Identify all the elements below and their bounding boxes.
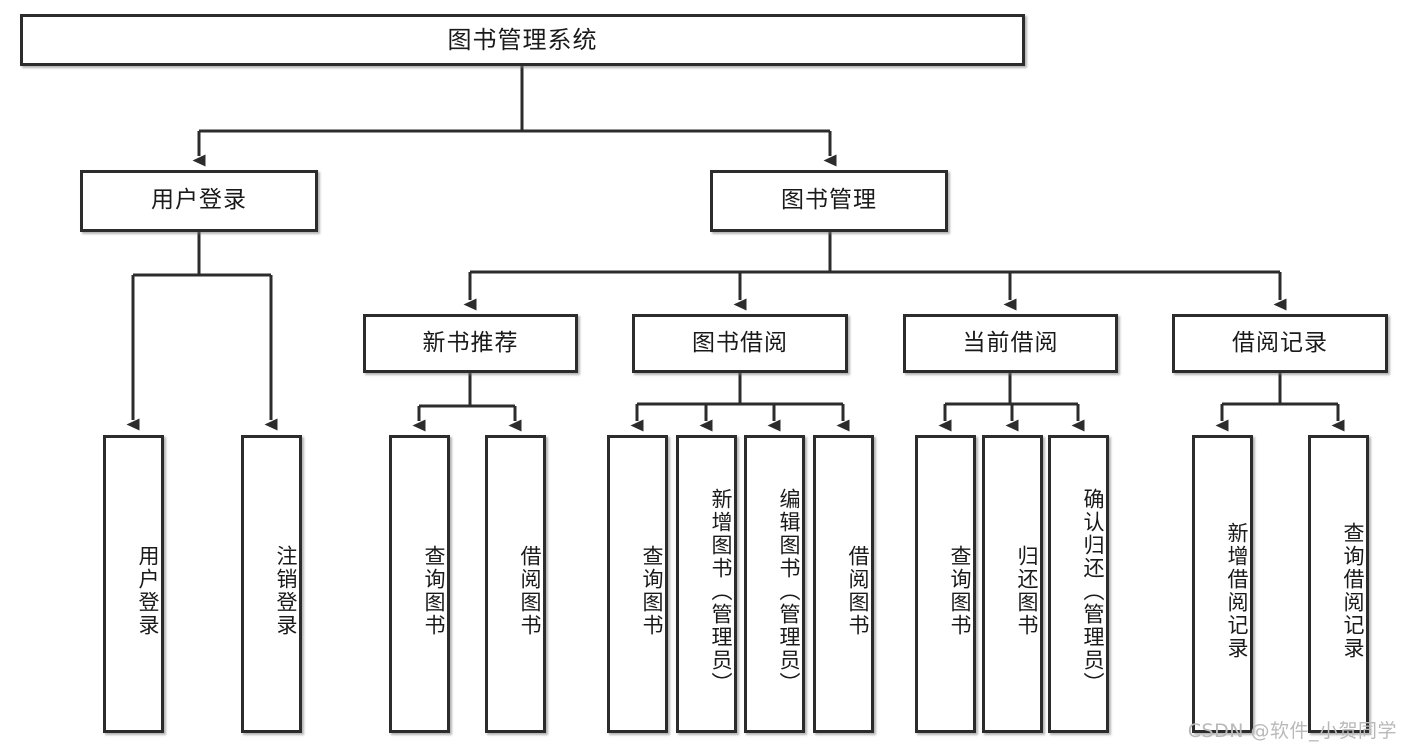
node-current-borrow[interactable]: 当前借阅 <box>903 314 1118 373</box>
node-leaf-borrow-query[interactable]: 查询图书 <box>607 435 668 733</box>
node-borrow-record[interactable]: 借阅记录 <box>1172 314 1388 373</box>
node-leaf-user-logout[interactable]: 注销登录 <box>241 435 302 733</box>
node-book-borrow[interactable]: 图书借阅 <box>632 314 848 373</box>
node-leaf-rec-query[interactable]: 查询图书 <box>389 435 450 733</box>
node-leaf-user-login[interactable]: 用户登录 <box>103 435 164 733</box>
csdn-watermark: CSDN @软件_小贺同学 <box>1187 720 1397 742</box>
node-leaf-rec-search[interactable]: 查询借阅记录 <box>1308 435 1369 733</box>
node-book-manage[interactable]: 图书管理 <box>710 170 948 232</box>
node-new-book-rec[interactable]: 新书推荐 <box>363 314 578 373</box>
node-leaf-borrow-lend[interactable]: 借阅图书 <box>813 435 874 733</box>
node-root[interactable]: 图书管理系统 <box>20 14 1025 66</box>
node-leaf-rec-borrow[interactable]: 借阅图书 <box>485 435 546 733</box>
node-leaf-cur-return[interactable]: 归还图书 <box>982 435 1043 733</box>
node-leaf-cur-query[interactable]: 查询图书 <box>915 435 976 733</box>
node-user-login[interactable]: 用户登录 <box>80 170 318 232</box>
node-leaf-borrow-edit[interactable]: 编辑图书（管理员） <box>744 435 805 733</box>
node-leaf-cur-confirm[interactable]: 确认归还（管理员） <box>1048 435 1109 733</box>
node-leaf-borrow-add[interactable]: 新增图书（管理员） <box>676 435 737 733</box>
node-leaf-rec-add[interactable]: 新增借阅记录 <box>1192 435 1253 733</box>
